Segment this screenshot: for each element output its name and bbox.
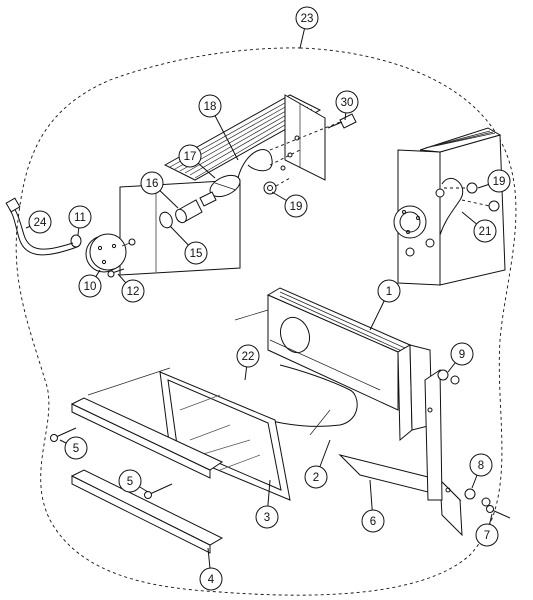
- ground-wire: [439, 177, 464, 236]
- callout-bubble-c12: [121, 279, 145, 303]
- callout-label-c17: 17: [184, 151, 197, 163]
- nut-19-left: [263, 181, 277, 195]
- callout-label-c19b: 19: [493, 176, 506, 188]
- callout-label-c6: 6: [370, 516, 376, 528]
- callout-label-c8: 8: [478, 460, 484, 472]
- callout-bubble-c10: [78, 274, 102, 298]
- callout-label-c24: 24: [34, 217, 47, 229]
- callout-bubble-c2: [304, 465, 328, 489]
- callout-bubble-c15: [184, 241, 208, 265]
- gasket-ring: [159, 211, 173, 229]
- callout-label-c23: 23: [301, 13, 314, 25]
- lens-cover: [249, 364, 358, 427]
- lamp-socket: [175, 199, 203, 224]
- callout-label-c7: 7: [484, 530, 490, 542]
- bolt-30: [327, 113, 357, 129]
- lens-22: [159, 371, 291, 501]
- callout-bubble-c19b: [487, 169, 511, 193]
- mounting-bracket: [338, 369, 463, 537]
- callout-label-c19a: 19: [290, 201, 303, 213]
- callout-label-c21: 21: [479, 226, 492, 238]
- callout-label-c5a: 5: [73, 443, 79, 455]
- callout-bubble-c9: [450, 342, 474, 366]
- callout-label-c18: 18: [204, 101, 217, 113]
- callout-bubble-c21: [473, 219, 497, 243]
- lamp-module-right: [393, 127, 506, 286]
- callout-label-c11: 11: [74, 212, 86, 224]
- callout-bubble-c24: [28, 210, 52, 234]
- grommet: [70, 234, 82, 248]
- callout-label-c5b: 5: [127, 476, 133, 488]
- callout-bubble-c4: [199, 567, 223, 591]
- callout-bubble-c7: [475, 523, 499, 547]
- callout-bubble-c3: [255, 505, 279, 529]
- callout-label-c3: 3: [264, 512, 270, 524]
- callout-bubble-c22: [236, 344, 260, 368]
- callout-bubble-c18: [198, 94, 222, 118]
- end-cap: [85, 233, 136, 273]
- light-body-housing: [266, 287, 433, 442]
- callout-bubble-c19a: [284, 194, 308, 218]
- callout-bubble-c5b: [118, 469, 142, 493]
- callout-label-c22: 22: [242, 351, 255, 363]
- callout-label-c1: 1: [386, 286, 392, 298]
- callout-label-c9: 9: [459, 349, 465, 361]
- callout-bubble-c5a: [64, 436, 88, 460]
- callout-label-c10: 10: [84, 281, 97, 293]
- callout-label-c15: 15: [190, 248, 203, 260]
- lamp-wire-loop: [237, 149, 273, 179]
- callout-bubble-c11: [68, 205, 92, 229]
- callout-bubble-c1: [377, 279, 401, 303]
- power-cable: [13, 207, 74, 250]
- kit-boundary-outline: [15, 47, 517, 596]
- callout-bubble-c8: [469, 453, 493, 477]
- lamp-bulb: [199, 174, 241, 207]
- callout-bubble-c30: [335, 90, 359, 114]
- callout-bubble-c17: [178, 144, 202, 168]
- callout-bubble-c16: [140, 171, 164, 195]
- lamp-module-left: [119, 94, 351, 276]
- callout-label-c16: 16: [146, 178, 159, 190]
- callout-label-c12: 12: [127, 286, 140, 298]
- callout-bubble-c6: [361, 509, 385, 533]
- callout-bubble-c23: [295, 6, 319, 30]
- callout-label-c4: 4: [208, 574, 215, 586]
- callout-label-c30: 30: [341, 97, 354, 109]
- callout-label-c2: 2: [313, 472, 319, 484]
